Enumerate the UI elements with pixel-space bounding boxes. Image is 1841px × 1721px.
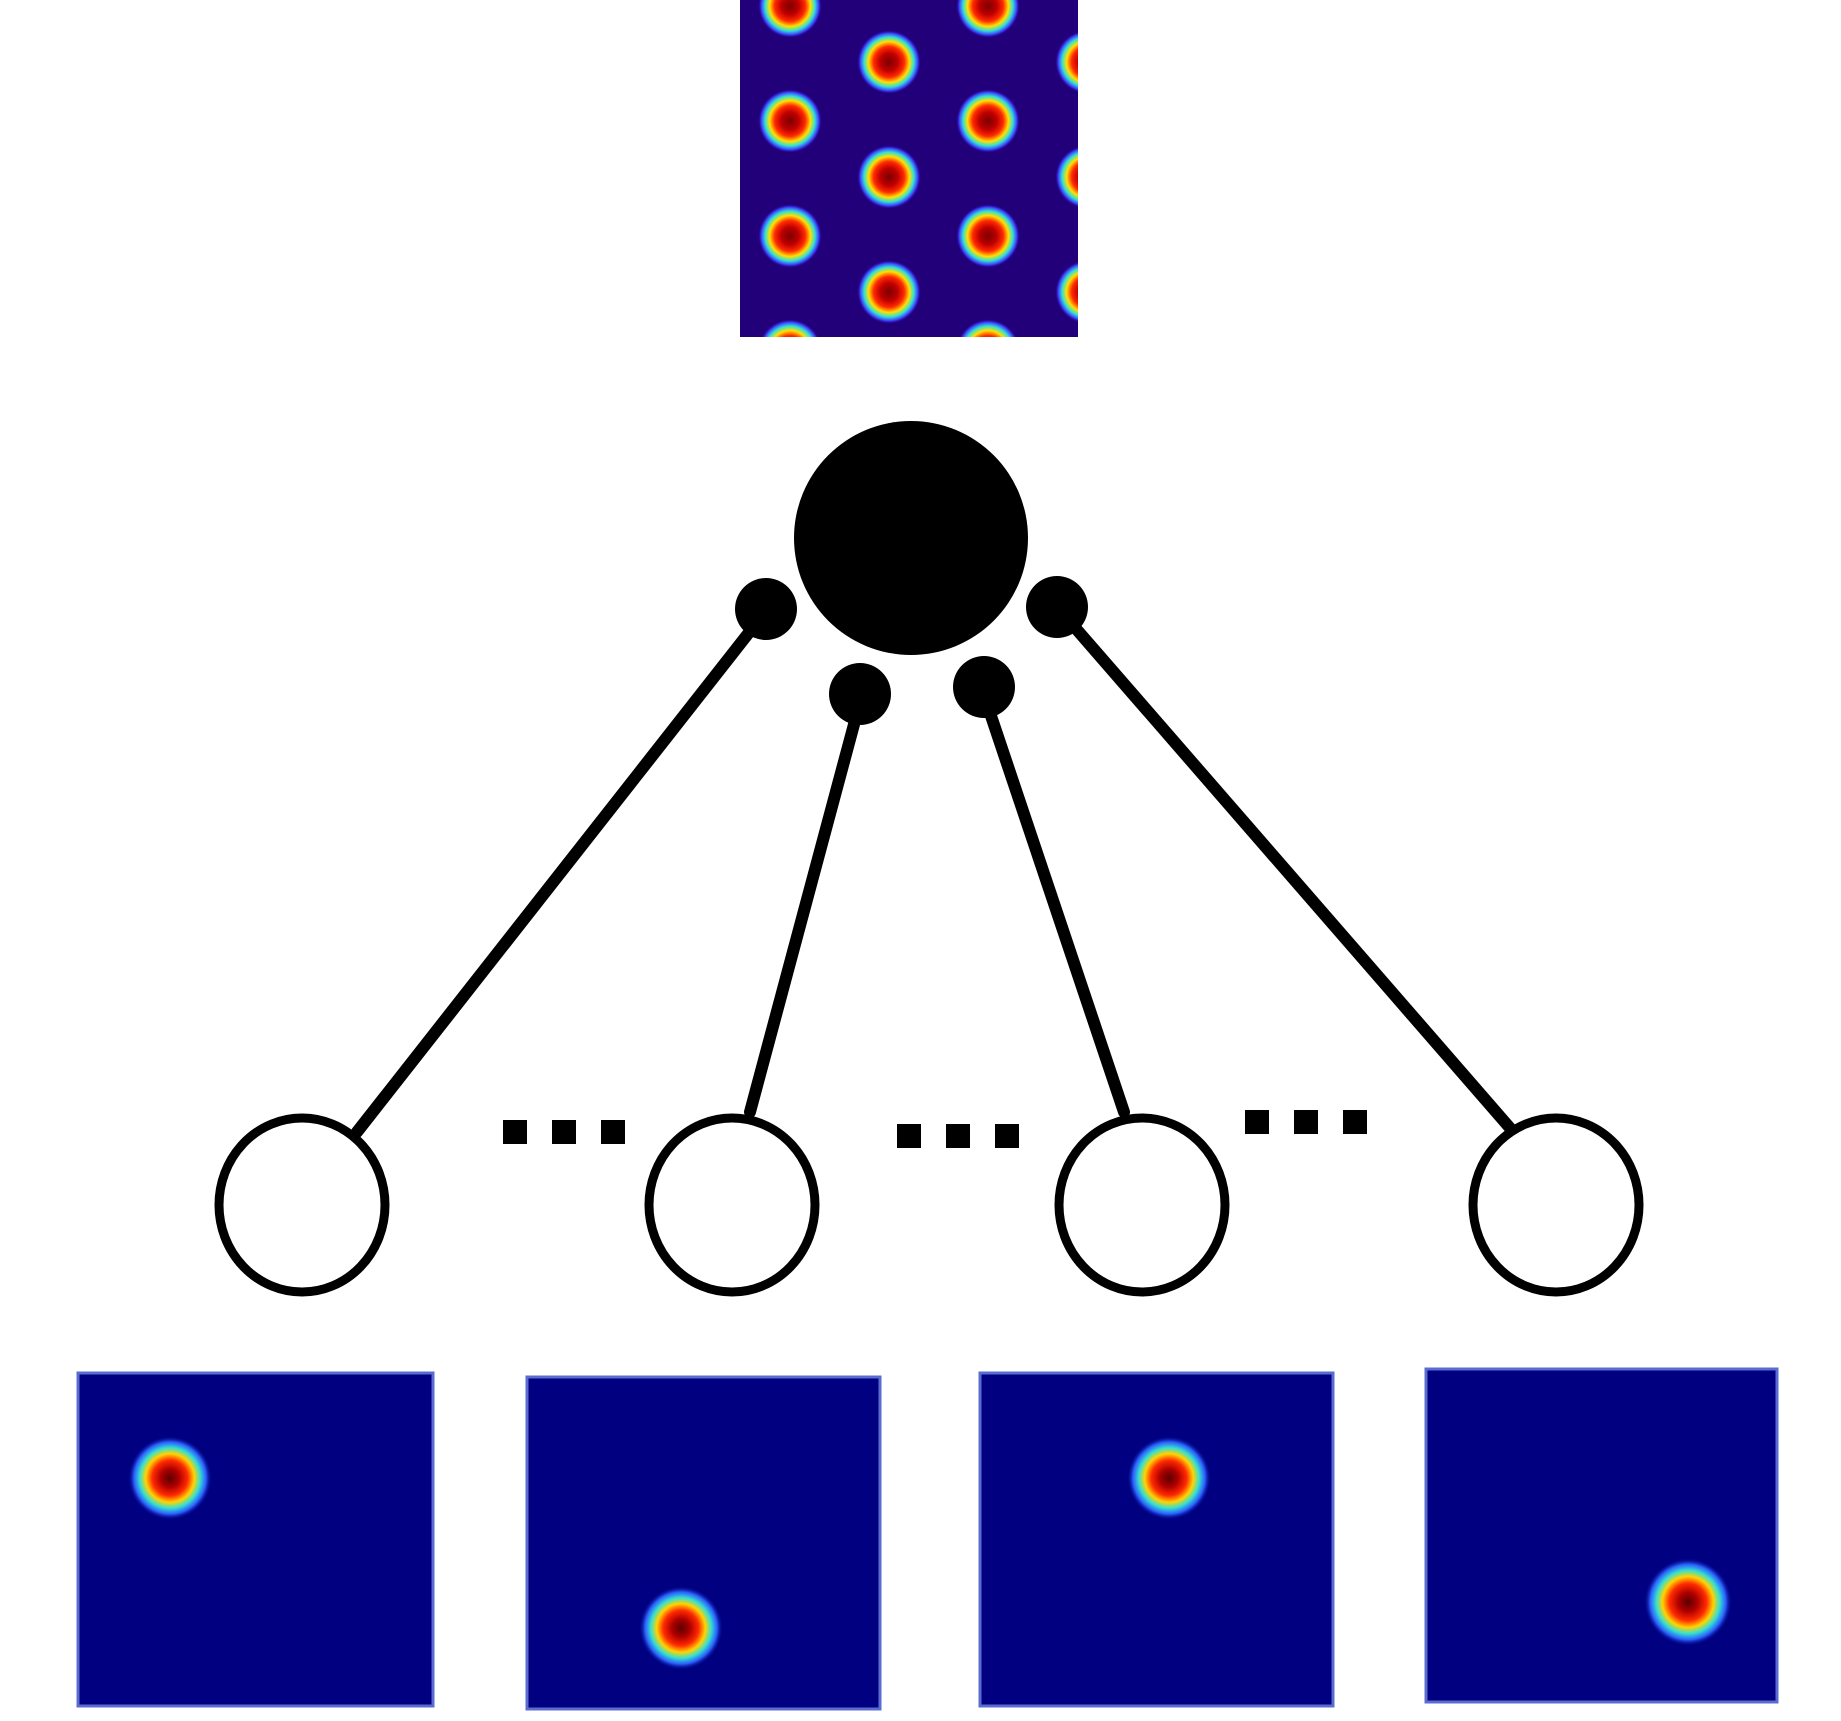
ellipsis-icon: [897, 1124, 1019, 1148]
ellipsis-icon: [503, 1120, 625, 1144]
grid-field-spot: [758, 89, 822, 153]
connection-line-4: [1052, 602, 1516, 1134]
grid-field-spot: [1055, 31, 1078, 93]
place-field-maps: [76, 1367, 1779, 1711]
connection-line-3: [978, 689, 1130, 1118]
place-field-spot: [128, 1436, 212, 1520]
synapse-terminal-4: [1026, 576, 1088, 638]
grid-field-spot: [1055, 261, 1078, 323]
grid-field-spot: [758, 204, 822, 268]
input-neurons: [214, 1113, 1644, 1297]
grid-field-spot: [956, 0, 1020, 38]
output-neuron-icon: [794, 421, 1028, 655]
input-neuron-icon: [214, 1113, 390, 1297]
grid-field-spot: [758, 0, 822, 38]
synaptic-connections: [351, 602, 1516, 1138]
place-field-spot: [1644, 1558, 1732, 1646]
grid-field-spot: [857, 145, 921, 209]
place-field-map-icon: [1424, 1367, 1779, 1704]
grid-field-spot: [956, 204, 1020, 268]
synapse-terminals: [735, 576, 1088, 725]
synapse-terminal-3: [953, 656, 1015, 718]
synapse-terminal-2: [829, 663, 891, 725]
place-field-map-icon: [525, 1375, 882, 1711]
input-neuron-icon: [644, 1113, 820, 1297]
connection-line-1: [351, 610, 768, 1138]
grid-field-spot: [956, 89, 1020, 153]
input-neuron-icon: [1468, 1113, 1644, 1297]
place-field-spot: [1127, 1436, 1211, 1520]
connection-line-2: [744, 696, 866, 1118]
synapse-terminal-1: [735, 578, 797, 640]
ellipses: [503, 1110, 1367, 1148]
place-field-map-icon: [978, 1371, 1335, 1708]
grid-field-spot: [857, 30, 921, 94]
grid-cell-firing-map-icon: [740, 0, 1078, 337]
input-neuron-icon: [1054, 1113, 1230, 1297]
grid-field-spot: [761, 319, 819, 337]
grid-field-spot: [857, 260, 921, 324]
place-field-spot: [639, 1586, 723, 1670]
place-field-map-icon: [76, 1371, 435, 1708]
ellipsis-icon: [1245, 1110, 1367, 1134]
grid-field-spot: [1055, 146, 1078, 208]
grid-field-spot: [959, 319, 1017, 337]
